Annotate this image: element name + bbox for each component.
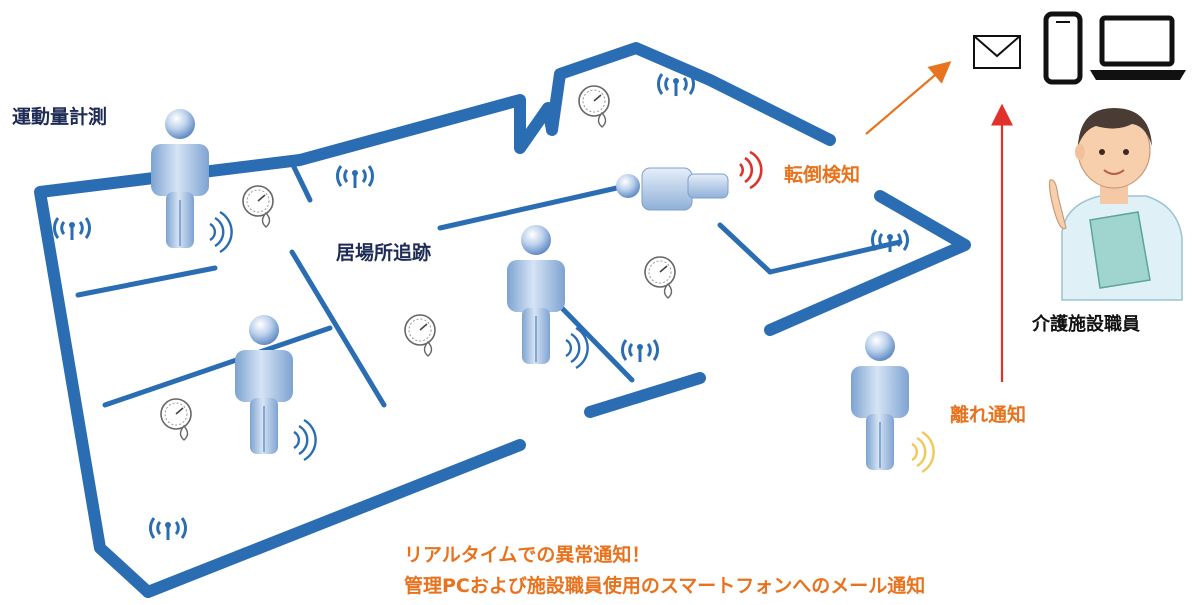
building-walls [34,42,971,598]
fallen-person-icon [616,167,729,211]
sensor-gauge-icon [578,85,610,128]
care-staff-illustration [1048,108,1183,301]
wifi-router-icon [335,164,375,190]
caption-mail-notification: 管理PCおよび施設職員使用のスマートフォンへのメール通知 [404,575,926,597]
resident-figure [234,314,294,455]
signal-wave-icon [208,210,233,254]
resident-figure [150,108,210,249]
interior-walls [75,162,903,408]
location-tracking-label: 居場所追跡 [336,242,432,264]
laptop-icon [1090,15,1186,80]
fall-alert-arrow [865,61,952,135]
sensor-gauge-icon [404,314,436,357]
activity-measurement-label: 運動量計測 [12,106,108,128]
leaving-notification-label: 離れ通知 [950,404,1027,426]
resident-figure [506,224,566,365]
sensor-gauge-icon [242,185,274,228]
signal-wave-icon [911,430,935,474]
wifi-router-icon [52,216,92,242]
fall-detection-label: 転倒検知 [784,164,861,186]
caption-realtime-alert: リアルタイムでの異常通知！ [404,544,651,566]
alert-wave-icon [739,150,763,190]
signal-wave-icon [292,418,317,462]
sensor-gauge-icon [160,398,192,441]
wifi-router-icon [656,72,696,98]
wifi-router-icon [148,516,188,542]
resident-figure [850,330,910,471]
wifi-router-icon [620,338,660,364]
mail-icon [973,35,1021,69]
care-staff-label: 介護施設職員 [1032,314,1140,335]
smartphone-icon [1043,11,1083,85]
sensor-gauge-icon [644,256,676,299]
